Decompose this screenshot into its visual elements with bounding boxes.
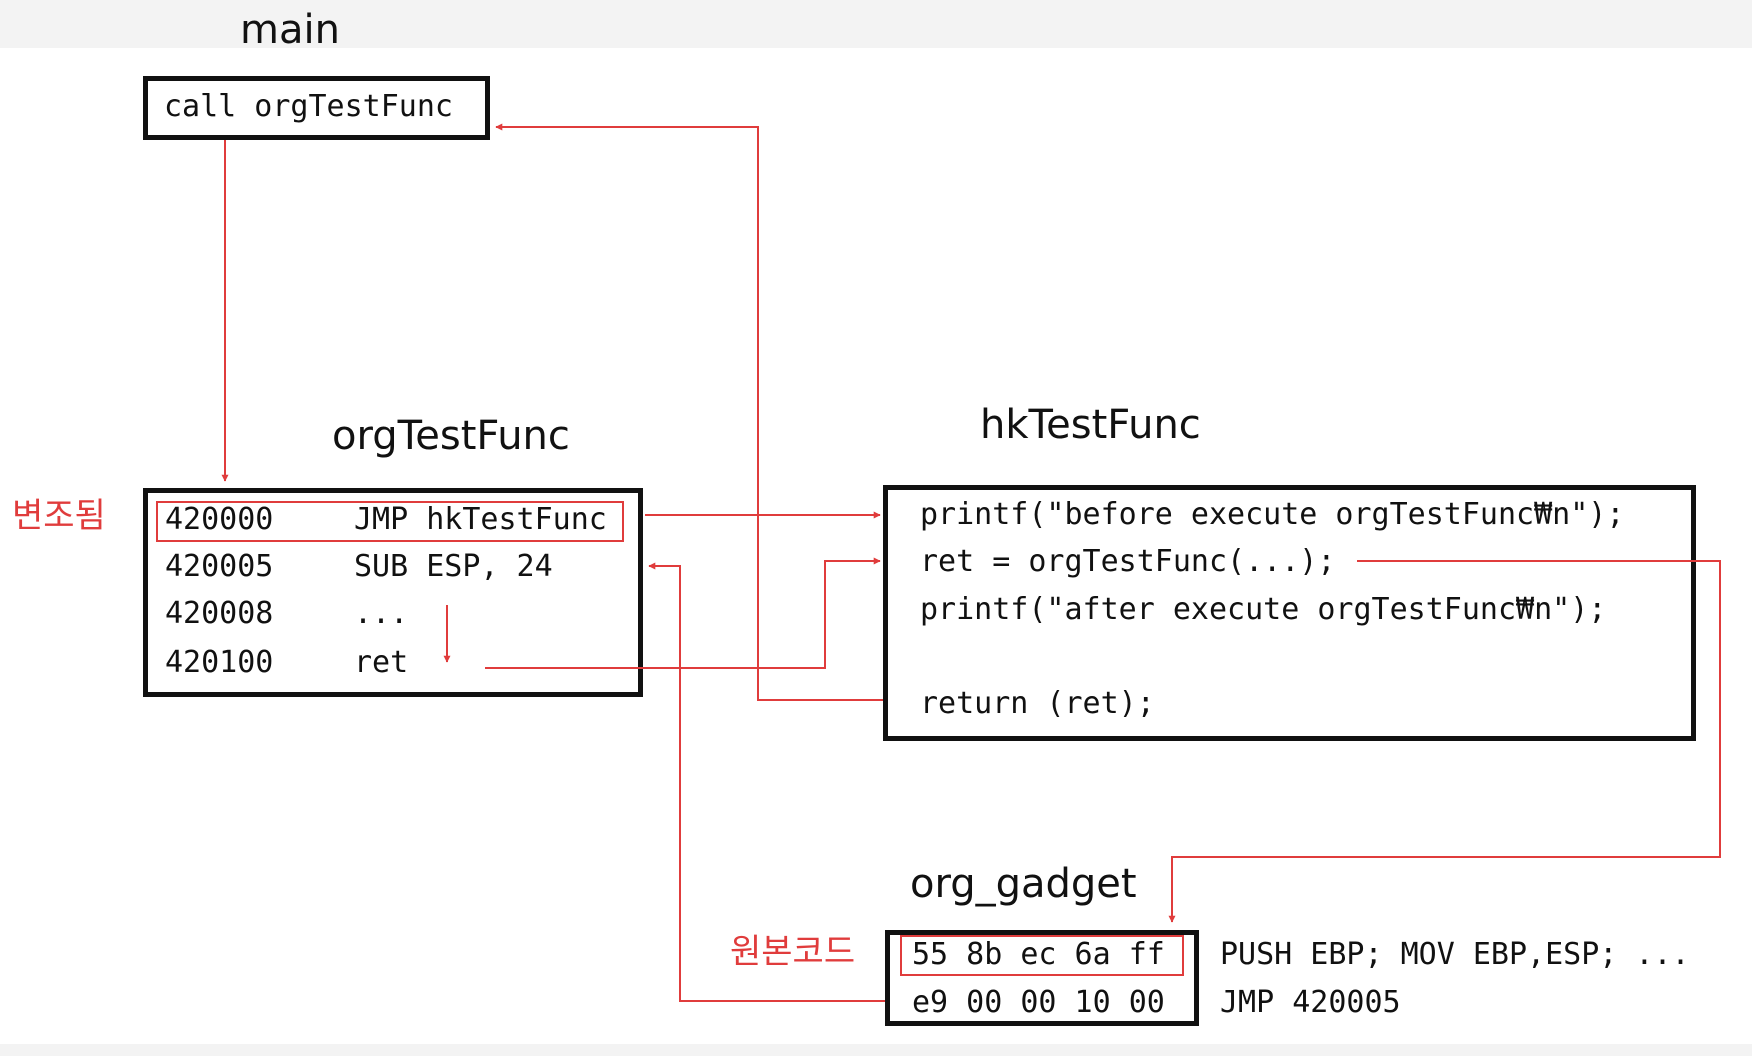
hktestfunc-box [883, 485, 1696, 741]
org-row-1-addr: 420005 [165, 549, 274, 584]
original-code-note: 원본코드 [730, 932, 856, 972]
org-row-2-addr: 420008 [165, 596, 274, 631]
modified-note: 변조됨 [12, 496, 106, 536]
hk-line-2: printf("after execute orgTestFunc₩n"); [920, 592, 1607, 627]
gadget-bytes-0: 55 8b ec 6a ff [912, 937, 1165, 972]
original-bytes-highlight [900, 935, 1184, 976]
org-row-2-instr: ... [354, 596, 409, 631]
gadget-asm-1: JMP 420005 [1220, 985, 1401, 1020]
org-gadget-box [885, 930, 1199, 1026]
arrow-return-to-main [495, 123, 883, 701]
org-row-3-instr: ret [354, 645, 409, 680]
orgtestfunc-box [143, 488, 643, 697]
main-title: main [240, 7, 340, 53]
org-row-0-instr: JMP hkTestFunc [354, 502, 607, 537]
org-gadget-title: org_gadget [910, 861, 1137, 907]
arrow-gadget-to-420005 [648, 562, 885, 1002]
hk-line-3: return (ret); [920, 686, 1155, 721]
hktestfunc-title: hkTestFunc [980, 402, 1201, 448]
gadget-asm-0: PUSH EBP; MOV EBP,ESP; ... [1220, 937, 1690, 972]
org-row-3-addr: 420100 [165, 645, 274, 680]
org-row-0-addr: 420000 [165, 502, 274, 537]
bottom-band [0, 1044, 1752, 1056]
arrow-ret-to-hktestfunc [485, 557, 881, 669]
main-box [143, 76, 490, 140]
org-row-1-instr: SUB ESP, 24 [354, 549, 553, 584]
gadget-bytes-1: e9 00 00 10 00 [912, 985, 1165, 1020]
main-call-line: call orgTestFunc [164, 89, 453, 124]
patched-instruction-highlight [156, 501, 624, 542]
hk-line-0: printf("before execute orgTestFunc₩n"); [920, 497, 1625, 532]
orgtestfunc-title: orgTestFunc [332, 413, 570, 459]
hk-line-1: ret = orgTestFunc(...); [920, 544, 1336, 579]
arrow-call-to-gadget [1168, 560, 1721, 923]
top-band [0, 0, 1752, 48]
